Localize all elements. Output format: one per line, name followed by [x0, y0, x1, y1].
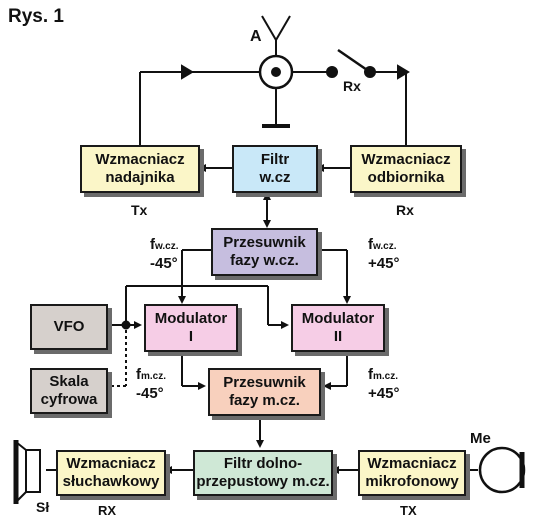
- figure-title: Rys. 1: [8, 6, 64, 27]
- rf-filter-label: Filtr w.cz: [259, 151, 291, 186]
- antenna-icon: [258, 15, 294, 128]
- tx-amplifier-block: Wzmacniacz nadajnika: [80, 145, 200, 193]
- af-plus45-deg: +45°: [368, 385, 400, 402]
- switch-label: Rx: [343, 78, 361, 94]
- lowpass-filter-block: Filtr dolno- przepustowy m.cz.: [193, 450, 333, 496]
- rf-plus45-deg: +45°: [368, 255, 400, 272]
- mic-amplifier-label: Wzmacniacz mikrofonowy: [365, 455, 459, 490]
- tx-under-label: Tx: [131, 202, 148, 218]
- rf-plus45-sub: w.cz.: [373, 241, 397, 252]
- rx-amplifier-block: Wzmacniacz odbiornika: [350, 145, 462, 193]
- af-plus45-annotation: fm.cz. +45°: [368, 366, 399, 402]
- digital-scale-label: Skala cyfrowa: [40, 373, 98, 408]
- af-minus45-annotation: fm.cz. -45°: [136, 366, 166, 402]
- rf-minus45-sub: w.cz.: [155, 241, 179, 252]
- tx-amplifier-label: Wzmacniacz nadajnika: [95, 151, 185, 186]
- rf-minus45-f: f: [150, 236, 155, 253]
- af-phase-shifter-label: Przesuwnik fazy m.cz.: [223, 374, 306, 409]
- rf-filter-block: Filtr w.cz: [232, 145, 318, 193]
- headphones-label: Sł: [36, 499, 50, 515]
- tx-bottom-label: TX: [400, 503, 417, 518]
- rx-switch-icon: [326, 48, 376, 78]
- modulator-1-block: Modulator I: [144, 304, 238, 352]
- af-plus45-f: f: [368, 366, 373, 383]
- rf-minus45-annotation: fw.cz. -45°: [150, 236, 179, 272]
- microphone-label: Me: [470, 430, 491, 447]
- headphone-amplifier-label: Wzmacniacz słuchawkowy: [62, 455, 160, 490]
- af-plus45-sub: m.cz.: [373, 371, 399, 382]
- rx-under-label: Rx: [396, 202, 414, 218]
- af-phase-shifter-block: Przesuwnik fazy m.cz.: [208, 368, 321, 416]
- digital-scale-block: Skala cyfrowa: [30, 368, 108, 414]
- microphone-icon: [478, 446, 526, 494]
- rf-phase-shifter-label: Przesuwnik fazy w.cz.: [223, 234, 306, 269]
- antenna-label: A: [250, 28, 262, 45]
- modulator-2-label: Modulator II: [301, 310, 375, 345]
- modulator-2-block: Modulator II: [291, 304, 385, 352]
- af-minus45-sub: m.cz.: [141, 371, 167, 382]
- headphones-icon: [13, 440, 41, 504]
- modulator-1-label: Modulator I: [154, 310, 228, 345]
- vfo-label: VFO: [53, 318, 85, 335]
- rf-plus45-annotation: fw.cz. +45°: [368, 236, 399, 272]
- rx-amplifier-label: Wzmacniacz odbiornika: [361, 151, 451, 186]
- lowpass-filter-label: Filtr dolno- przepustowy m.cz.: [196, 455, 330, 490]
- rf-minus45-deg: -45°: [150, 255, 178, 272]
- rf-phase-shifter-block: Przesuwnik fazy w.cz.: [211, 228, 318, 276]
- af-minus45-deg: -45°: [136, 385, 164, 402]
- headphone-amplifier-block: Wzmacniacz słuchawkowy: [56, 450, 166, 496]
- rf-plus45-f: f: [368, 236, 373, 253]
- rx-bottom-label: RX: [98, 503, 117, 518]
- mic-amplifier-block: Wzmacniacz mikrofonowy: [358, 450, 466, 496]
- af-minus45-f: f: [136, 366, 141, 383]
- vfo-block: VFO: [30, 304, 108, 350]
